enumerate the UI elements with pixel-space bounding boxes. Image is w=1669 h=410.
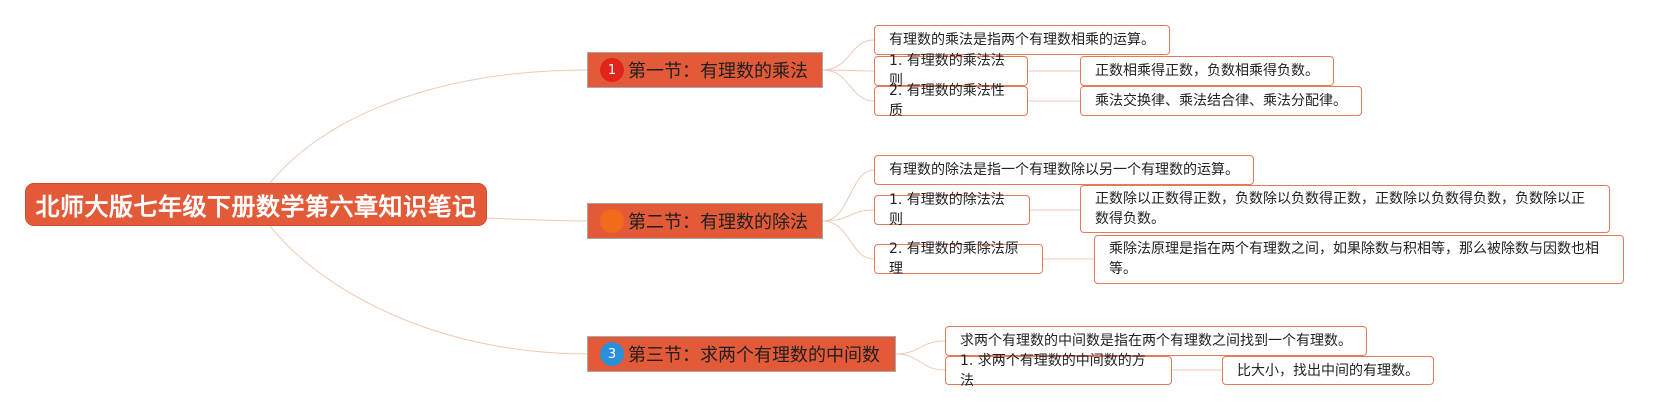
section-3-item-1-detail[interactable]: 比大小，找出中间的有理数。 [1222,356,1434,385]
priority-2-icon [600,209,624,233]
link-s2-def [822,169,875,222]
leaf-text: 有理数的乘法是指两个有理数相乘的运算。 [889,32,1155,48]
leaf-text: 1. 求两个有理数的中间数的方法 [960,352,1146,389]
link-root-section1 [269,69,588,184]
section-3-topic[interactable]: 3 第三节：求两个有理数的中间数 [587,336,896,372]
section-title: 第二节：有理数的除法 [628,212,808,233]
section-title: 第一节：有理数的乘法 [628,61,808,82]
root-topic[interactable]: 北师大版七年级下册数学第六章知识笔记 [25,183,487,226]
section-2-item-2[interactable]: 2. 有理数的乘除法原理 [874,241,1043,277]
section-2-definition[interactable]: 有理数的除法是指一个有理数除以另一个有理数的运算。 [874,155,1254,185]
root-title: 北师大版七年级下册数学第六章知识笔记 [35,193,477,221]
link-s2-item1 [822,209,875,222]
leaf-text: 乘除法原理是指在两个有理数之间，如果除数与积相等，那么被除数与因数也相等。 [1109,241,1599,277]
leaf-text: 1. 有理数的乘法法则 [889,53,1005,89]
link-root-section2 [486,217,588,222]
leaf-text: 乘法交换律、乘法结合律、乘法分配律。 [1095,93,1347,109]
section-title: 第三节：求两个有理数的中间数 [628,345,880,366]
section-2-topic[interactable]: 第二节：有理数的除法 [587,203,823,239]
link-s3-def [895,340,946,355]
section-1-item-1-detail[interactable]: 正数相乘得正数，负数相乘得负数。 [1080,56,1334,86]
link-s1-def [822,39,875,71]
section-1-topic[interactable]: 1 第一节：有理数的乘法 [587,52,823,88]
section-1-item-2[interactable]: 2. 有理数的乘法性质 [874,83,1028,119]
link-s2-item2 [822,220,875,260]
priority-3-icon: 3 [600,342,624,366]
section-2-item-1[interactable]: 1. 有理数的除法法则 [874,192,1030,228]
leaf-text: 正数除以正数得正数，负数除以负数得正数，正数除以负数得负数，负数除以正数得负数。 [1095,191,1585,227]
link-s1-item2 [822,69,875,102]
leaf-text: 2. 有理数的乘法性质 [889,83,1005,119]
link-root-section3 [269,225,588,355]
leaf-text: 正数相乘得正数，负数相乘得负数。 [1095,63,1319,79]
section-1-item-1[interactable]: 1. 有理数的乘法法则 [874,53,1028,89]
leaf-text: 1. 有理数的除法法则 [889,192,1005,228]
leaf-text: 求两个有理数的中间数是指在两个有理数之间找到一个有理数。 [960,333,1352,349]
priority-1-icon: 1 [600,58,624,82]
section-3-definition[interactable]: 求两个有理数的中间数是指在两个有理数之间找到一个有理数。 [945,326,1367,356]
leaf-text: 有理数的除法是指一个有理数除以另一个有理数的运算。 [889,162,1239,178]
link-s1-item1 [822,69,875,72]
section-2-item-2-detail[interactable]: 乘除法原理是指在两个有理数之间，如果除数与积相等，那么被除数与因数也相等。 [1094,235,1624,284]
section-1-definition[interactable]: 有理数的乘法是指两个有理数相乘的运算。 [874,25,1170,55]
section-3-item-1[interactable]: 1. 求两个有理数的中间数的方法 [945,353,1172,389]
section-1-item-2-detail[interactable]: 乘法交换律、乘法结合律、乘法分配律。 [1080,86,1362,116]
section-2-item-1-detail[interactable]: 正数除以正数得正数，负数除以负数得正数，正数除以负数得负数，负数除以正数得负数。 [1080,185,1610,233]
leaf-text: 2. 有理数的乘除法原理 [889,241,1019,277]
link-s3-item1 [895,353,946,371]
leaf-text: 比大小，找出中间的有理数。 [1237,362,1419,379]
